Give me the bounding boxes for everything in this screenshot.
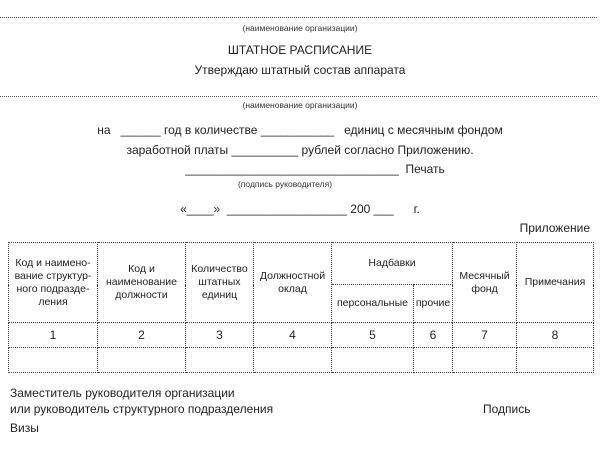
header-position: Код и наименование должности <box>97 242 186 323</box>
subheader-personal: персональные <box>331 284 414 323</box>
signature-caption: (подпись руководителя) <box>237 179 333 189</box>
header-notes: Примечания <box>516 242 595 323</box>
document-title: ШТАТНОЕ РАСПИСАНИЕ <box>227 43 373 57</box>
org-name-line-2 <box>0 96 597 97</box>
column-number: 1 <box>8 322 98 348</box>
empty-cell[interactable] <box>452 347 518 373</box>
deputy-label-1: Заместитель руководителя организации <box>10 386 235 400</box>
table-row-empty <box>8 347 595 373</box>
empty-cell[interactable] <box>8 347 98 373</box>
header-allowances: Надбавки <box>330 242 454 285</box>
column-number: 6 <box>412 322 454 348</box>
visas-label: Визы <box>10 421 39 435</box>
staff-count-line: на ______ год в количестве ___________ е… <box>97 123 503 137</box>
header-staff-count: Количество штатных единиц <box>185 242 254 323</box>
org-name-line <box>0 17 597 18</box>
column-number: 2 <box>97 322 186 348</box>
empty-cell[interactable] <box>97 347 186 373</box>
appendix-label: Приложение <box>519 221 590 235</box>
org-caption-2: (наименование организации) <box>242 100 358 110</box>
empty-cell[interactable] <box>412 347 454 373</box>
column-number: 5 <box>331 322 414 348</box>
header-salary: Должностной оклад <box>253 242 332 323</box>
empty-cell[interactable] <box>185 347 254 373</box>
subheader-other: прочие <box>412 284 454 323</box>
column-number: 3 <box>185 322 254 348</box>
staffing-table: Код и наимено-вание структур-ного подраз… <box>8 242 595 373</box>
column-number: 7 <box>452 322 518 348</box>
deputy-label-2: или руководитель структурного подразделе… <box>10 402 274 416</box>
salary-fund-line: заработной платы __________ рублей согла… <box>126 143 474 157</box>
header-unit: Код и наимено-вание структур-ного подраз… <box>8 242 98 323</box>
column-number: 4 <box>253 322 332 348</box>
org-caption: (наименование организации) <box>242 23 358 33</box>
empty-cell[interactable] <box>253 347 332 373</box>
date-line: «____» __________________ 200 ___ г. <box>180 202 420 216</box>
approve-text: Утверждаю штатный состав аппарата <box>194 63 406 77</box>
signature-label: Подпись <box>483 402 531 416</box>
empty-cell[interactable] <box>331 347 414 373</box>
signature-seal-line: ________________________________ Печать <box>185 162 445 176</box>
empty-cell[interactable] <box>516 347 595 373</box>
column-number: 8 <box>516 322 595 348</box>
header-monthly-fund: Месячный фонд <box>452 242 518 323</box>
